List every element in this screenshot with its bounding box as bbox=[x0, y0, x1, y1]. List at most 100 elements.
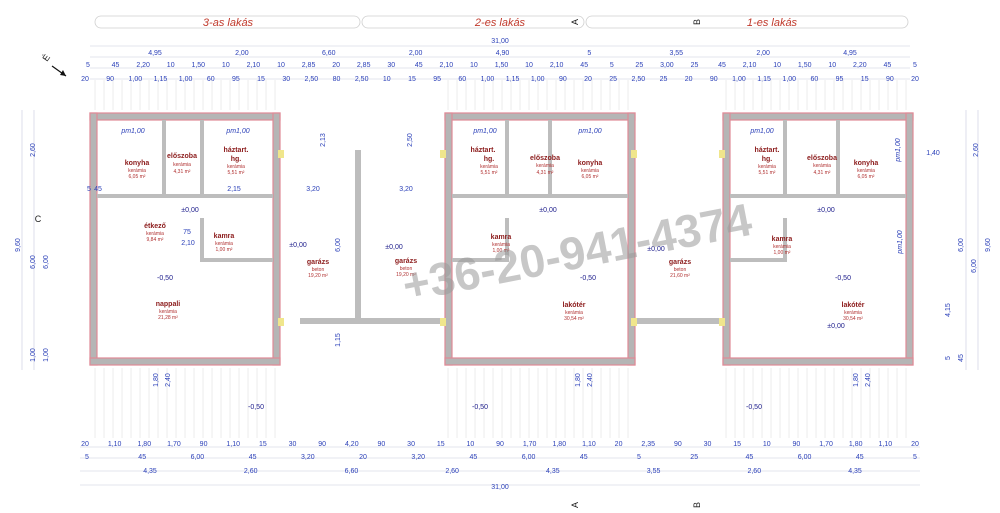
total-dimension-bottom: 31,00 bbox=[491, 484, 509, 491]
bottom-row3-value: 4,35 bbox=[546, 468, 560, 475]
wall-u2-inner-5 bbox=[452, 258, 509, 262]
inner-dim-240: 2,40 bbox=[165, 373, 172, 387]
top-row2-value: 2,85 bbox=[357, 62, 371, 69]
wall-u2-left bbox=[444, 112, 453, 366]
room-name-2: hg. bbox=[231, 156, 242, 163]
bottom-row2-value: 45 bbox=[856, 454, 864, 461]
room-area: 1,00 m² bbox=[774, 250, 791, 256]
room-floor: kerámia bbox=[146, 231, 164, 237]
pm-label-u1-c: pm1,00 bbox=[897, 230, 904, 254]
bottom-row1-value: 1,80 bbox=[137, 441, 151, 448]
room-u3-konyha: konyha kerámia 6,05 m² bbox=[125, 160, 150, 180]
wall-u2-top bbox=[444, 112, 636, 121]
room-name: előszoba bbox=[167, 153, 197, 160]
room-floor: kerámia bbox=[128, 168, 146, 174]
column-markers bbox=[278, 150, 725, 326]
bottom-row2-value: 6,00 bbox=[191, 454, 205, 461]
inner-dim-5: 5 bbox=[87, 186, 91, 193]
bottom-row1-value: 1,10 bbox=[108, 441, 122, 448]
room-u3-eloszoba: előszoba kerámia 4,31 m² bbox=[167, 153, 197, 175]
north-label: É bbox=[40, 52, 52, 63]
room-area: 19,20 m² bbox=[308, 273, 328, 279]
bottom-row1-value: 4,20 bbox=[345, 441, 359, 448]
right-dim-1: 2,60 bbox=[973, 143, 980, 157]
bottom-row1-value: 1,70 bbox=[167, 441, 181, 448]
top-row2-value: 10 bbox=[828, 62, 836, 69]
room-u3-haztart: háztart. hg. kerámia 5,51 m² bbox=[224, 147, 249, 176]
bottom-row3-value: 3,55 bbox=[647, 468, 661, 475]
level-zero-u1-b: ±0,00 bbox=[827, 323, 845, 330]
right-dim-5: 4,15 bbox=[945, 303, 952, 317]
wall-u2-bottom bbox=[444, 357, 636, 366]
level-minus-ext-3: -0,50 bbox=[746, 404, 762, 411]
level-minus-u1: -0,50 bbox=[835, 275, 851, 282]
wall-u3-inner-5 bbox=[200, 258, 273, 262]
top-row2-value: 1,50 bbox=[191, 62, 205, 69]
wall-garage-divider bbox=[355, 150, 361, 318]
wall-u1-inner-2 bbox=[836, 120, 840, 196]
room-garage-2: garázs beton 19,20 m² bbox=[395, 258, 417, 278]
wall-u2-inner-1 bbox=[505, 120, 509, 196]
top-row1-value: 4,95 bbox=[843, 50, 857, 57]
room-u3-kamra: kamra kerámia 1,00 m² bbox=[214, 233, 235, 253]
top-row1-value: 2,00 bbox=[409, 50, 423, 57]
room-name: konyha bbox=[854, 160, 879, 167]
top-row3-value: 1,15 bbox=[506, 76, 520, 83]
top-row2-value: 25 bbox=[691, 62, 699, 69]
left-dim-3: 6,00 bbox=[30, 255, 37, 269]
top-row2-value: 10 bbox=[525, 62, 533, 69]
bottom-row1-value: 10 bbox=[763, 441, 771, 448]
level-minus-u2: -0,50 bbox=[580, 275, 596, 282]
room-u1-konyha: konyha kerámia 6,05 m² bbox=[854, 160, 879, 180]
room-floor: beton bbox=[312, 267, 325, 273]
level-markers: ±0,00 -0,50 ±0,00 ±0,00 ±0,00 -0,50 ±0,0… bbox=[157, 207, 851, 411]
level-minus-u3: -0,50 bbox=[157, 275, 173, 282]
right-dim-3: 6,00 bbox=[971, 259, 978, 273]
left-dim-5: 1,00 bbox=[30, 348, 37, 362]
room-u2-eloszoba: előszoba kerámia 4,31 m² bbox=[530, 155, 560, 176]
room-area: 5,51 m² bbox=[481, 170, 498, 176]
top-row3-value: 1,00 bbox=[179, 76, 193, 83]
bottom-row2-value: 5 bbox=[913, 454, 917, 461]
room-area: 6,05 m² bbox=[582, 174, 599, 180]
wall-u2-inner-2 bbox=[548, 120, 552, 196]
room-name: háztart. bbox=[224, 147, 249, 154]
left-dim-2: 9,60 bbox=[15, 238, 22, 252]
top-row2-value: 1,50 bbox=[798, 62, 812, 69]
room-u2-lakoter: lakótér kerámia 30,54 m² bbox=[563, 302, 586, 322]
top-row3-value: 1,00 bbox=[481, 76, 495, 83]
room-name-2: hg. bbox=[762, 156, 773, 163]
top-row2-value: 10 bbox=[277, 62, 285, 69]
bottom-row1-value: 1,70 bbox=[523, 441, 537, 448]
inner-dim-240-c: 2,40 bbox=[865, 373, 872, 387]
wall-u3-top bbox=[89, 112, 281, 121]
unit-2-title: 2-es lakás bbox=[474, 17, 526, 29]
wall-u3-bottom bbox=[89, 357, 281, 366]
room-area: 5,51 m² bbox=[759, 170, 776, 176]
bottom-row1-value: 1,10 bbox=[879, 441, 893, 448]
room-floor: kerámia bbox=[215, 241, 233, 247]
room-area: 6,05 m² bbox=[858, 174, 875, 180]
banner-unit-1 bbox=[585, 15, 909, 29]
top-row2-value: 45 bbox=[884, 62, 892, 69]
inner-dim-320-a: 3,20 bbox=[306, 186, 320, 193]
room-name: előszoba bbox=[807, 155, 837, 162]
level-minus-ext-1: -0,50 bbox=[248, 404, 264, 411]
top-row2-value: 2,10 bbox=[440, 62, 454, 69]
bottom-row2-value: 20 bbox=[359, 454, 367, 461]
column-3 bbox=[631, 150, 637, 158]
column-6 bbox=[440, 318, 446, 326]
top-row1-value: 2,00 bbox=[756, 50, 770, 57]
pm-label-u2-b: pm1,00 bbox=[577, 128, 601, 135]
top-row2-value: 10 bbox=[470, 62, 478, 69]
room-area: 4,31 m² bbox=[174, 169, 191, 175]
left-dim-6: 1,00 bbox=[43, 348, 50, 362]
top-row2-value: 2,20 bbox=[853, 62, 867, 69]
bottom-row2-value: 6,00 bbox=[798, 454, 812, 461]
bottom-row3-value: 4,35 bbox=[143, 468, 157, 475]
inner-dim-75: 75 bbox=[183, 229, 191, 236]
top-row3-value: 60 bbox=[810, 76, 818, 83]
